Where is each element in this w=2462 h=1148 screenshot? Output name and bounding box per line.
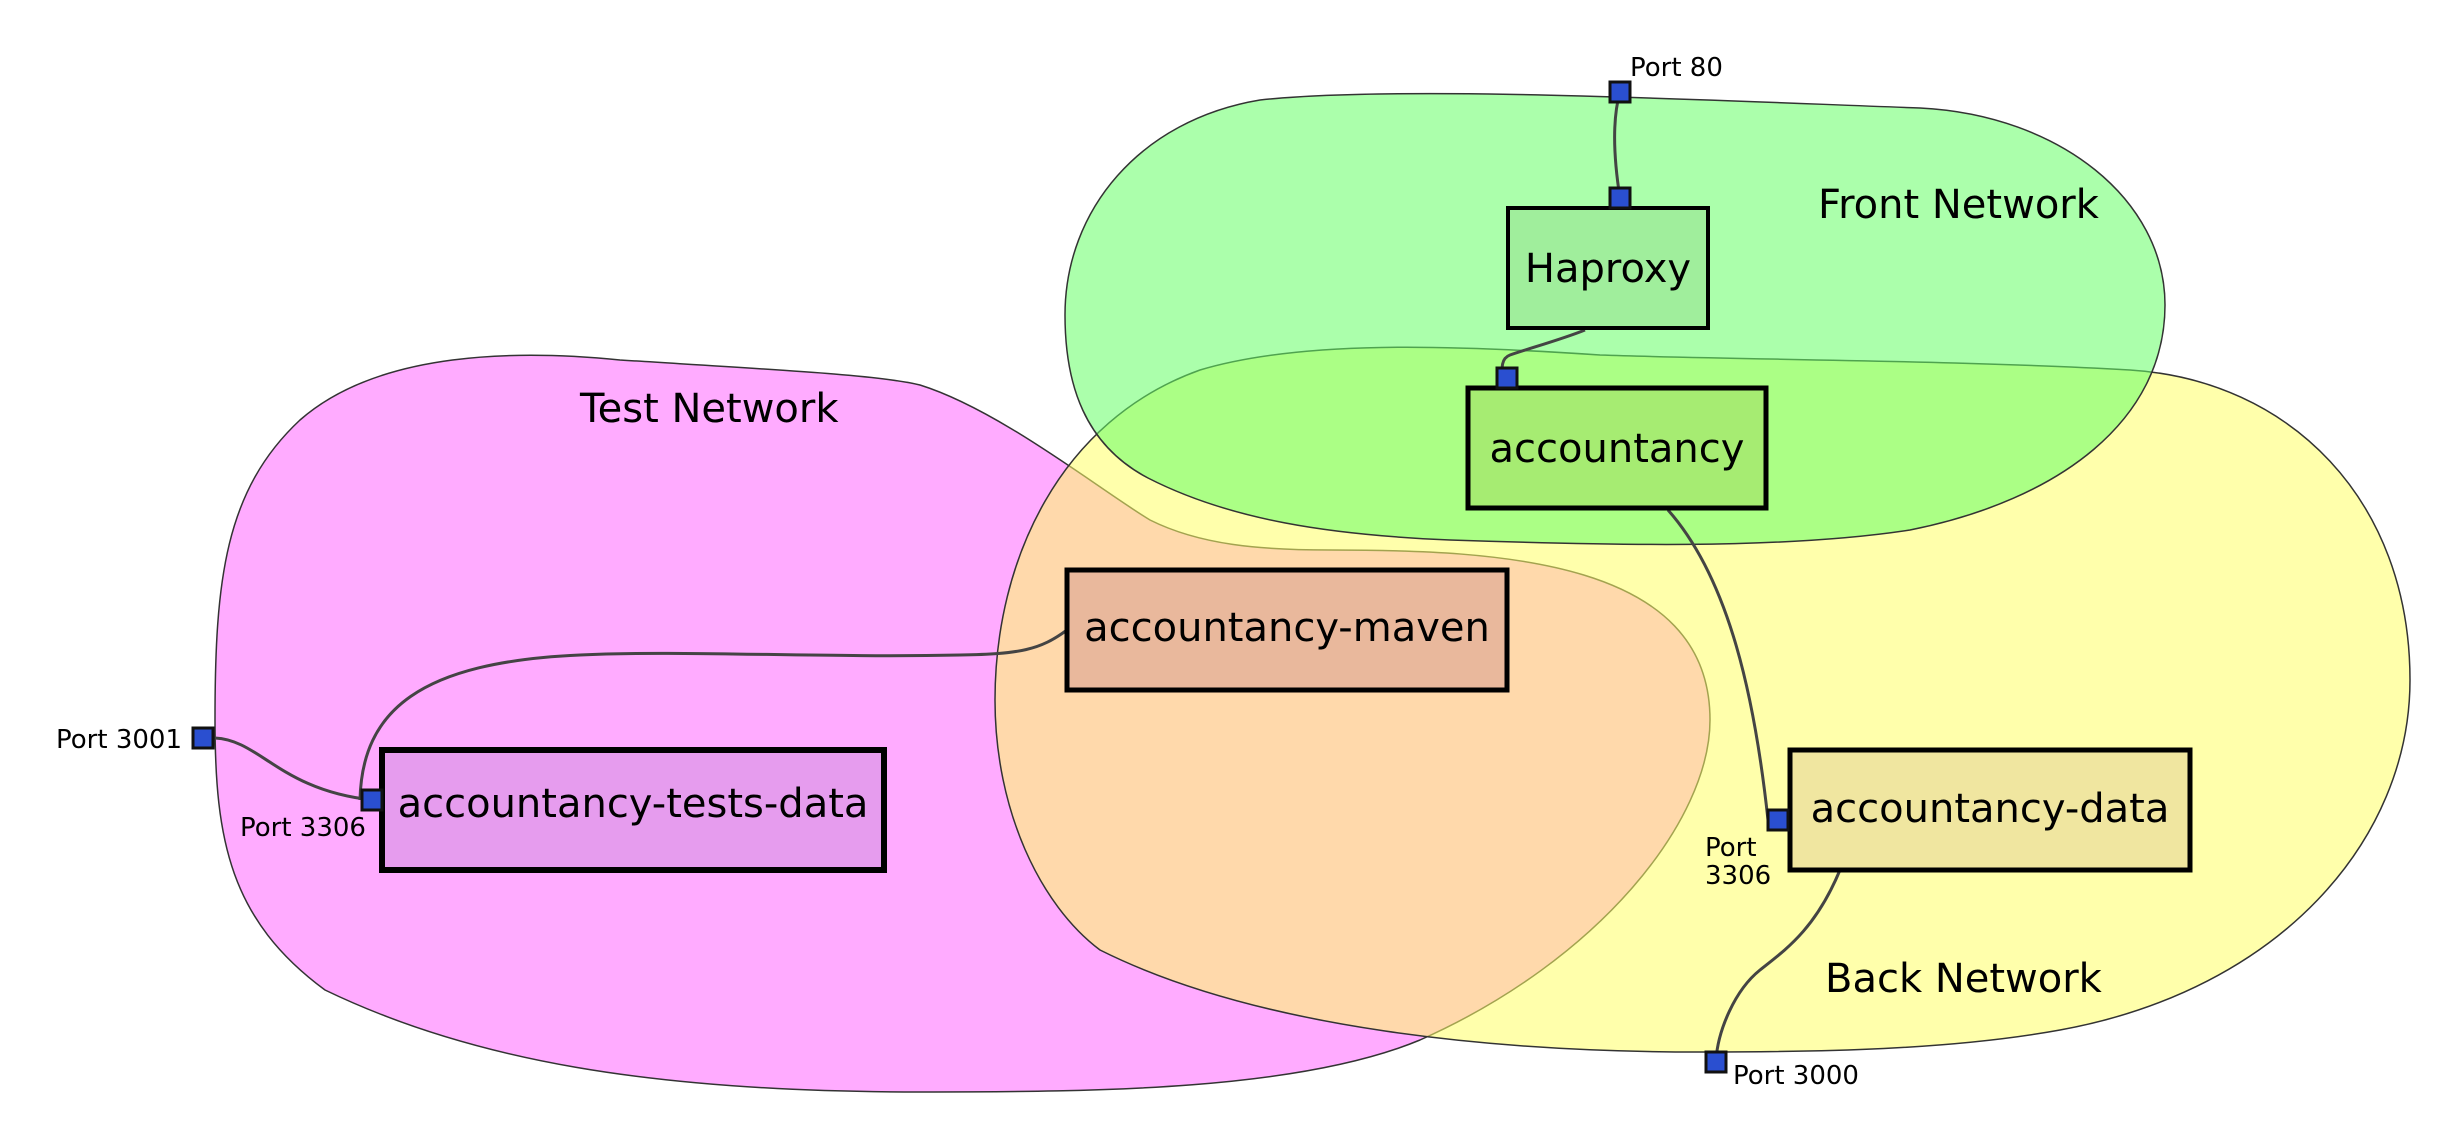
port-3001-square[interactable] xyxy=(191,726,215,750)
accountancy-maven-node[interactable] xyxy=(1064,567,1510,693)
accountancy-data-node[interactable] xyxy=(1787,747,2193,873)
port-80-label: Port 80 xyxy=(1630,53,1723,83)
accountancy-maven-label: accountancy-maven xyxy=(1084,605,1490,651)
tests-data-port-3306-square[interactable] xyxy=(360,788,384,812)
accountancy-port-square[interactable] xyxy=(1495,366,1519,390)
haproxy-port-square[interactable] xyxy=(1608,186,1632,210)
link-data-port3000 xyxy=(1714,869,1842,1061)
link-accountancy-data xyxy=(1666,509,1770,821)
haproxy-node[interactable] xyxy=(1506,206,1710,330)
accountancy-data-label: accountancy-data xyxy=(1811,786,2170,832)
port-3001-label: Port 3001 xyxy=(56,725,182,755)
data-port-3306-square[interactable] xyxy=(1766,808,1790,832)
test-network-label: Test Network xyxy=(579,386,839,432)
front-network-label: Front Network xyxy=(1818,182,2100,228)
accountancy-tests-data-node[interactable] xyxy=(379,747,887,873)
accountancy-node[interactable] xyxy=(1465,385,1769,511)
accountancy-tests-data-label: accountancy-tests-data xyxy=(398,781,869,827)
port-3000-square[interactable] xyxy=(1704,1050,1728,1074)
link-port3001-testsdata xyxy=(214,736,373,802)
port-3000-label: Port 3000 xyxy=(1733,1061,1859,1091)
accountancy-label: accountancy xyxy=(1490,426,1745,472)
data-port-3306-label-line2: 3306 xyxy=(1705,861,1771,891)
back-network-label: Back Network xyxy=(1825,956,2103,1002)
tests-data-port-3306-label: Port 3306 xyxy=(240,813,366,843)
link-maven-testsdata xyxy=(358,628,1068,801)
port-80-square[interactable] xyxy=(1608,80,1632,104)
data-port-3306-label-line1: Port xyxy=(1705,833,1757,863)
haproxy-label: Haproxy xyxy=(1525,246,1691,292)
